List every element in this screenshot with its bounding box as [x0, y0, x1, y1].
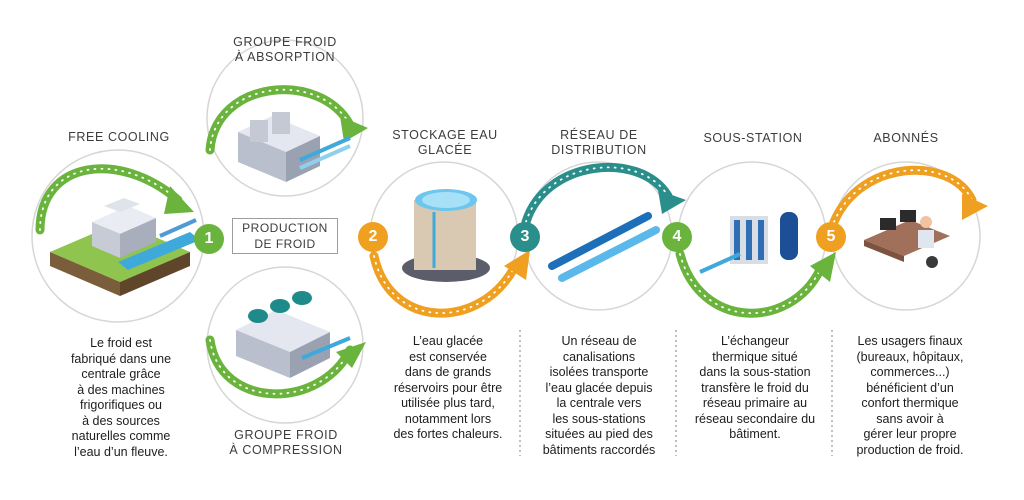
abonnes-title: ABONNÉS — [846, 131, 966, 146]
absorption-title-line-1: GROUPE FROID — [233, 35, 337, 49]
description-step-3: Un réseau de canalisations isolées trans… — [542, 334, 656, 457]
reseau-title-line-1: RÉSEAU DE — [560, 128, 638, 142]
absorption-arrowhead — [340, 116, 368, 142]
reseau-arrowhead — [658, 190, 686, 214]
reseau-title: RÉSEAU DE DISTRIBUTION — [534, 128, 664, 158]
badge-step-1: 1 — [194, 224, 224, 254]
compression-title: GROUPE FROID À COMPRESSION — [208, 428, 364, 458]
absorption-title: GROUPE FROID À ABSORPTION — [210, 35, 360, 65]
tank-illustration — [402, 189, 490, 282]
production-de-froid-label: PRODUCTION DE FROID — [232, 218, 338, 254]
sous-station-arrowhead — [810, 252, 836, 282]
abonnes-title-text: ABONNÉS — [873, 131, 939, 145]
compression-illustration — [236, 291, 351, 378]
compression-title-line-1: GROUPE FROID — [234, 428, 338, 442]
absorption-illustration — [238, 112, 351, 182]
free-cooling-title: FREE COOLING — [44, 130, 194, 145]
badge-step-3: 3 — [510, 222, 540, 252]
compression-arrowhead — [336, 342, 366, 368]
stockage-arrowhead — [504, 250, 530, 280]
office-illustration — [864, 210, 950, 268]
sous-station-title-text: SOUS-STATION — [703, 131, 803, 145]
description-step-4: L’échangeur thermique situé dans la sous… — [694, 334, 816, 441]
compression-arrow — [205, 335, 355, 399]
description-step-5: Les usagers finaux (bureaux, hôpitaux, c… — [856, 334, 964, 457]
production-line-1: PRODUCTION — [242, 221, 328, 235]
production-line-2: DE FROID — [254, 237, 316, 251]
badge-step-2: 2 — [358, 222, 388, 252]
reseau-title-line-2: DISTRIBUTION — [551, 143, 647, 157]
pipes-illustration — [548, 212, 660, 282]
stockage-title-line-1: STOCKAGE EAU — [392, 128, 498, 142]
stockage-title: STOCKAGE EAU GLACÉE — [380, 128, 510, 158]
free-cooling-illustration — [50, 198, 200, 296]
absorption-title-line-2: À ABSORPTION — [234, 50, 336, 64]
description-step-2: L’eau glacée est conservée dans de grand… — [393, 334, 503, 441]
exchanger-illustration — [699, 212, 798, 274]
abonnes-arrowhead — [962, 194, 988, 220]
sous-station-title: SOUS-STATION — [690, 131, 816, 146]
badge-step-4: 4 — [662, 222, 692, 252]
stockage-title-line-2: GLACÉE — [417, 143, 473, 157]
free-cooling-title-text: FREE COOLING — [68, 130, 170, 144]
free-cooling-arrowhead — [164, 186, 194, 214]
description-step-1: Le froid est fabriqué dans une centrale … — [70, 336, 172, 459]
badge-step-5: 5 — [816, 222, 846, 252]
compression-title-line-2: À COMPRESSION — [229, 443, 343, 457]
